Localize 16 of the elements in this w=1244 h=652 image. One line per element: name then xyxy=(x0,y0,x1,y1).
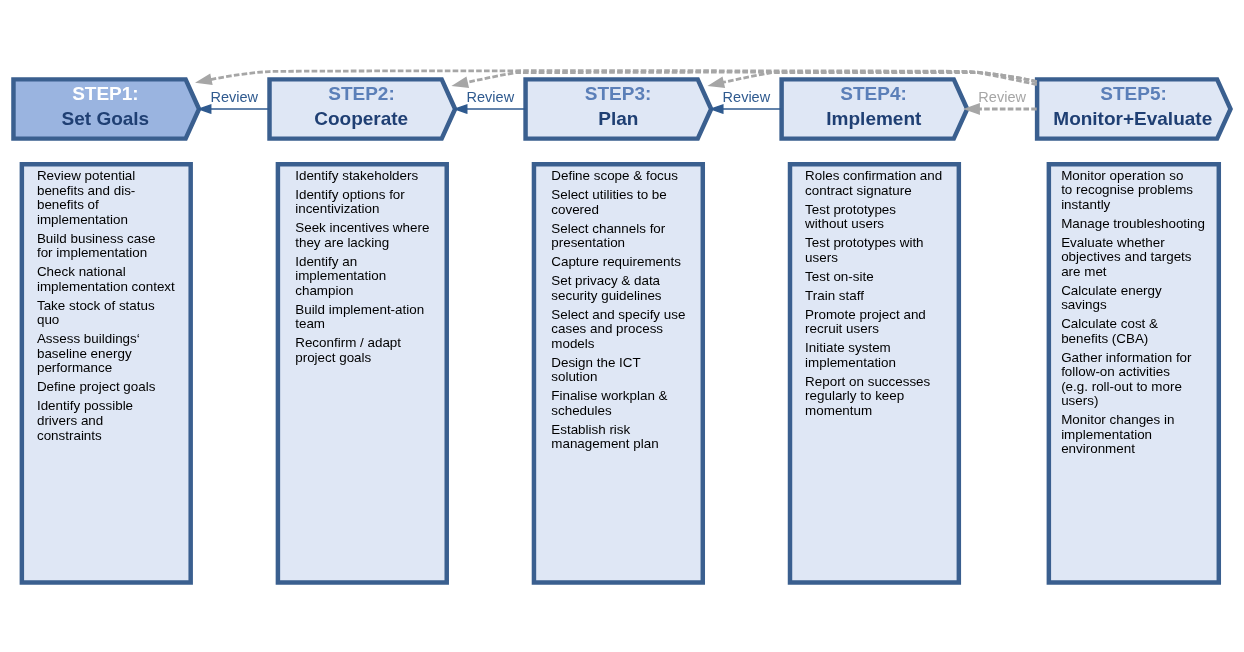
edge-label: Review xyxy=(978,88,1026,105)
edge-label: Review xyxy=(466,88,515,105)
node-box: Define scope & focus Select utilities to be covered Select channels for presentation Capture requirements Set privacy & data security guidelines Select and specify use cases and process models Design the ICT solution Finalise workplan & schedules Establish risk management plan xyxy=(531,161,705,585)
arrow xyxy=(195,68,1038,85)
edge-label: Review xyxy=(210,88,259,105)
arrow xyxy=(707,70,1038,88)
arrow xyxy=(709,103,783,114)
arrow xyxy=(452,103,527,114)
node-box: Review potential benefits and dis-benefits of implementation Build business case for implementation Check national implementation context Take stock of status quo Assess buildings‘ baseline energy performance Define project goals Identify possible drivers and constraints xyxy=(19,161,193,585)
arrow xyxy=(963,102,1037,115)
edge-label: Review xyxy=(722,88,771,105)
node-box: Roles confirmation and contract signature Test prototypes without users Test prototypes with users Test on-site Train staff Promote project and recruit users Initiate system implementation Report on successes regularly to keep momentum xyxy=(787,161,962,585)
node-box: Monitor operation so to recognise problems instantly Manage troubleshooting Evaluate whether objectives and targets are met Calculate energy savings Calculate cost & benefits (CBA) Gather information for follow-on activities (e.g. roll-out to more users) Monitor changes in implementation environment xyxy=(1046,161,1222,585)
arrow xyxy=(196,103,271,114)
node-box: Identify stakeholders Identify options for incentivization Seek incentives where they are lacking Identify an implementation champion Build implement-ation team Reconfirm / adapt project goals xyxy=(275,161,449,585)
arrow xyxy=(451,69,1038,88)
